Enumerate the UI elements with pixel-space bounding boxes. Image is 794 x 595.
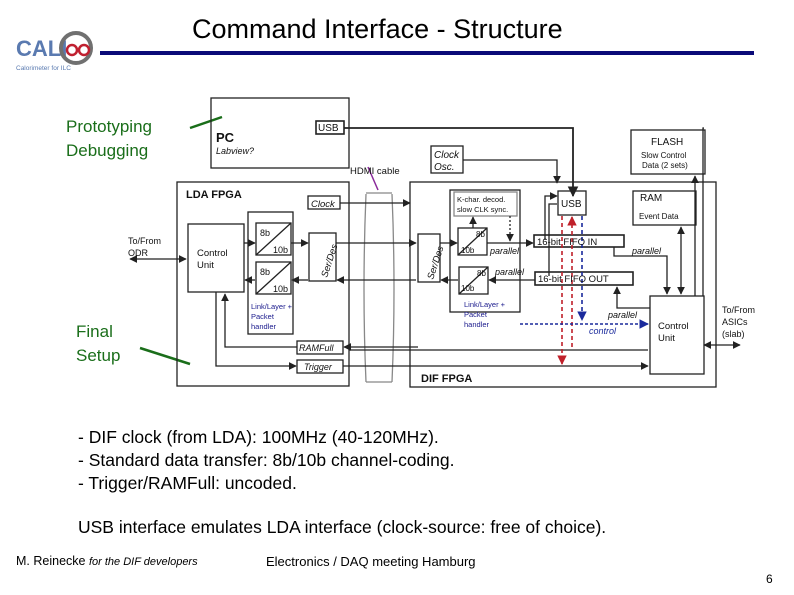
ram-box <box>632 190 697 226</box>
kchar-box <box>453 191 518 217</box>
author-suffix: for the DIF developers <box>88 556 198 568</box>
pc-title: PC <box>216 130 235 145</box>
parallel-label-2: parallel <box>494 267 525 277</box>
odr-line1: To/From <box>128 236 161 246</box>
dif-fpga-box <box>409 181 717 388</box>
lda-link-line3: handler <box>251 322 277 331</box>
asics-line1: To/From <box>722 305 755 315</box>
dif-link-line3: handler <box>464 320 490 329</box>
kchar-line2: slow CLK sync. <box>457 205 508 214</box>
odr-line2: ODR <box>128 248 149 258</box>
ram-sub: Event Data <box>639 212 679 221</box>
lda-link-layer-box <box>247 211 294 335</box>
dif-link-line1: Link/Layer + <box>464 300 506 309</box>
clock-osc-line2: Osc. <box>434 162 455 173</box>
lda-title: LDA FPGA <box>186 189 242 201</box>
dif-encoder-bottom <box>458 266 489 295</box>
parallel-label-4: parallel <box>607 310 638 320</box>
flash-line1: Slow Control <box>641 151 687 160</box>
clock-osc-line1: Clock <box>434 150 460 161</box>
parallel-label-3: parallel <box>631 246 662 256</box>
dif-enc-top-8b: 8b <box>476 230 485 239</box>
footer-event: Electronics / DAQ meeting Hamburg <box>266 554 476 569</box>
logo-ring-icon <box>59 31 93 65</box>
parallel-label-1: parallel <box>489 246 520 256</box>
hdmi-label: HDMI cable <box>350 166 400 177</box>
fifo-out-label: 16-bit FIFO OUT <box>538 274 609 285</box>
ramfull-label: RAMFull <box>299 343 335 353</box>
dif-control-unit <box>649 295 705 375</box>
dif-cu-line1: Control <box>658 321 689 332</box>
dif-title: DIF FPGA <box>421 373 472 385</box>
slide-title: Command Interface - Structure <box>192 14 563 44</box>
footer-author: M. Reinecke for the DIF developers <box>16 554 198 568</box>
lda-link-line1: Link/Layer + <box>251 302 293 311</box>
fifo-out-box <box>534 271 634 286</box>
control-label: control <box>589 326 617 336</box>
lda-cu-line2: Unit <box>197 260 214 271</box>
prototyping-text: Prototyping <box>66 117 152 136</box>
flash-line2: Data (2 sets) <box>642 161 688 170</box>
dif-enc-bot-10b: 10b <box>461 284 475 293</box>
asics-line2: ASICs <box>722 317 748 327</box>
prototyping-label: Prototyping Debugging <box>66 115 152 163</box>
lda-fpga-box <box>176 181 350 387</box>
usb-note: USB interface emulates LDA interface (cl… <box>78 517 607 537</box>
dif-link-layer-box <box>449 189 521 313</box>
bullet-item: - Standard data transfer: 8b/10b channel… <box>78 450 455 470</box>
logo-tagline: Calorimeter for ILC <box>16 65 71 72</box>
page-number: 6 <box>766 572 773 586</box>
pc-usb-label: USB <box>318 123 339 134</box>
lda-serdes-box <box>308 232 337 282</box>
flash-title: FLASH <box>651 137 683 148</box>
logo-text: CALI <box>16 36 67 61</box>
fifo-in-box <box>533 234 625 248</box>
pointer-line-final <box>139 346 191 366</box>
lda-enc-bot-8b: 8b <box>260 267 270 277</box>
lda-enc-top-8b: 8b <box>260 228 270 238</box>
trigger-label: Trigger <box>304 362 333 372</box>
author-name: M. Reinecke <box>16 554 86 568</box>
setup-text: Setup <box>76 346 121 365</box>
ram-title: RAM <box>640 193 662 204</box>
dif-usb-label: USB <box>561 199 582 210</box>
fifo-in-label: 16-bit FIFO IN <box>537 237 597 248</box>
lda-serdes-label: Ser/Des <box>319 243 340 279</box>
calice-logo: CALI Calorimeter for ILC <box>14 28 98 76</box>
flash-box <box>630 129 706 175</box>
dif-cu-line2: Unit <box>658 333 675 344</box>
dif-serdes-label: Ser/Des <box>425 245 446 281</box>
dif-enc-top-10b: 10b <box>461 246 475 255</box>
dif-serdes-box <box>417 233 441 283</box>
lda-link-line2: Packet <box>251 312 275 321</box>
dif-link-line2: Packet <box>464 310 488 319</box>
bullet-item: - DIF clock (from LDA): 100MHz (40-120MH… <box>78 427 439 447</box>
lda-enc-bot-10b: 10b <box>273 284 288 294</box>
debugging-text: Debugging <box>66 141 149 160</box>
lda-clock-label: Clock <box>311 199 336 210</box>
asics-line3: (slab) <box>722 329 745 339</box>
dif-usb-box <box>557 190 587 216</box>
lda-encoder-top <box>255 222 292 256</box>
dif-enc-bot-8b: 8b <box>477 269 486 278</box>
lda-cu-line1: Control <box>197 248 228 259</box>
pointer-line-pc <box>189 115 223 130</box>
title-underline <box>100 51 754 55</box>
final-setup-label: Final Setup <box>76 320 120 368</box>
lda-encoder-bottom <box>255 261 292 295</box>
pc-subtitle: Labview? <box>216 146 254 156</box>
bullet-item: - Trigger/RAMFull: uncoded. <box>78 473 297 493</box>
pc-box <box>210 97 350 169</box>
lda-enc-top-10b: 10b <box>273 245 288 255</box>
kchar-line1: K-char. decod. <box>457 195 505 204</box>
bullet-list: - DIF clock (from LDA): 100MHz (40-120MH… <box>78 426 455 495</box>
final-text: Final <box>76 322 113 341</box>
